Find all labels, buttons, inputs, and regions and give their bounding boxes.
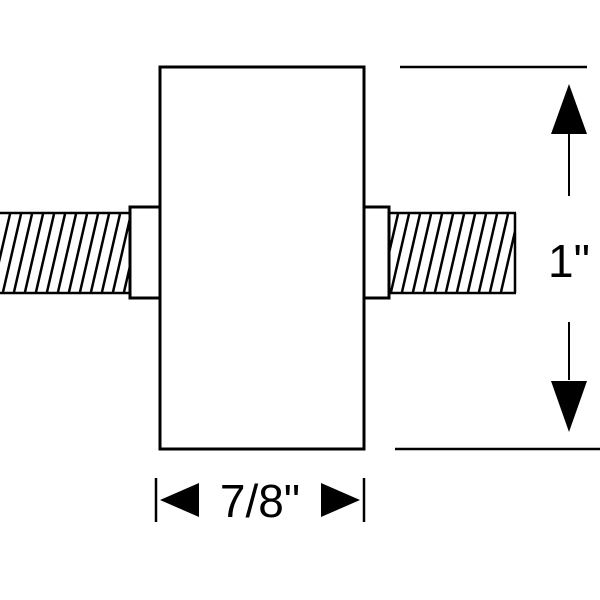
width-label: 7/8" [220,475,300,527]
left-washer [128,205,162,300]
mount-body [158,65,366,451]
height-label: 1" [548,235,590,287]
arrow-left-icon [160,483,199,517]
left-threaded-stud [0,211,132,295]
arrow-up-icon [551,84,587,134]
right-washer [362,205,391,300]
arrow-right-icon [321,483,360,517]
arrow-down-icon [551,381,587,432]
right-threaded-stud [388,211,517,295]
